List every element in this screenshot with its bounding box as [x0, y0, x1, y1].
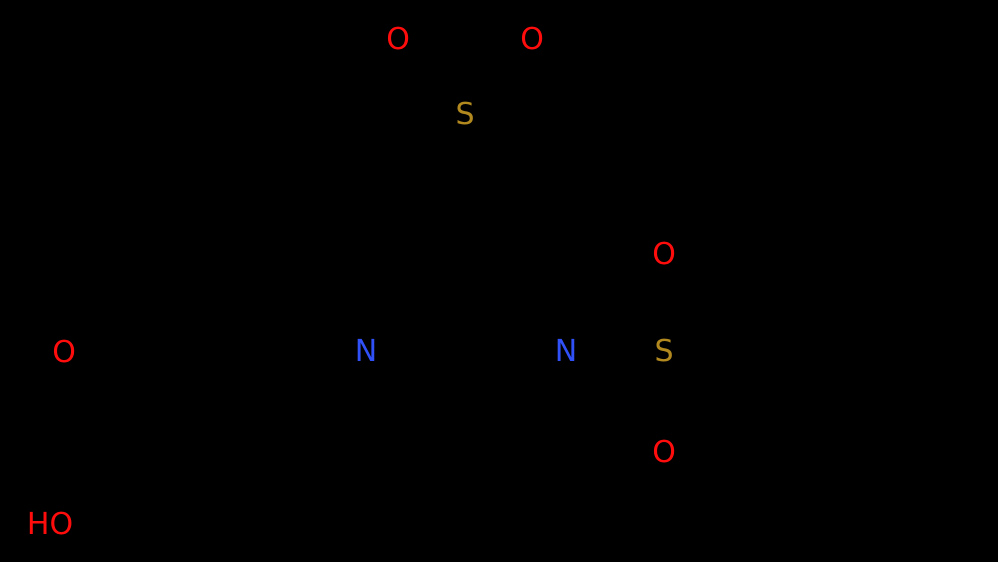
atom-label-o: O: [652, 237, 676, 272]
atom-label-ho: HO: [26, 507, 74, 542]
atom-label-n: N: [554, 334, 578, 369]
atom-label-o: O: [652, 435, 676, 470]
atom-label-o: O: [386, 22, 410, 57]
atom-label-n: N: [354, 334, 378, 369]
atom-label-o: O: [52, 335, 76, 370]
atom-label-s: S: [654, 334, 674, 369]
atom-label-s: S: [455, 97, 475, 132]
atom-label-o: O: [520, 22, 544, 57]
